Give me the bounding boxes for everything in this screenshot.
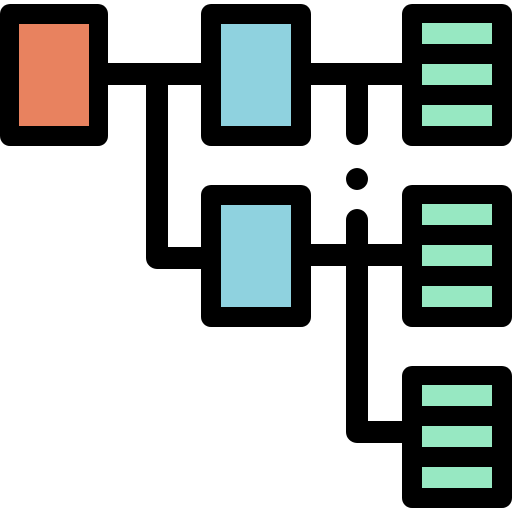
connector-vertical-to-bottom-leaf [346,209,417,443]
branch-node-top [201,4,311,146]
branch-node-top-fill [221,24,291,126]
root-node-fill [19,24,89,126]
connector-lines [97,63,417,443]
leaf-list-bottom [402,366,512,508]
leaf-list-top [402,4,512,146]
leaf-row [422,105,492,126]
leaf-row [422,286,492,307]
leaf-row [422,385,492,406]
leaf-row [422,426,492,447]
branch-node-middle [201,185,311,327]
branch-node-middle-fill [221,205,291,307]
leaf-row [422,204,492,225]
leaf-row [422,23,492,44]
leaf-list-middle [402,185,512,327]
leaf-row [422,245,492,266]
separator-dot [346,168,368,190]
leaf-row [422,64,492,85]
connector-trunk-down [146,63,216,269]
root-node [0,4,108,146]
leaf-row [422,467,492,488]
